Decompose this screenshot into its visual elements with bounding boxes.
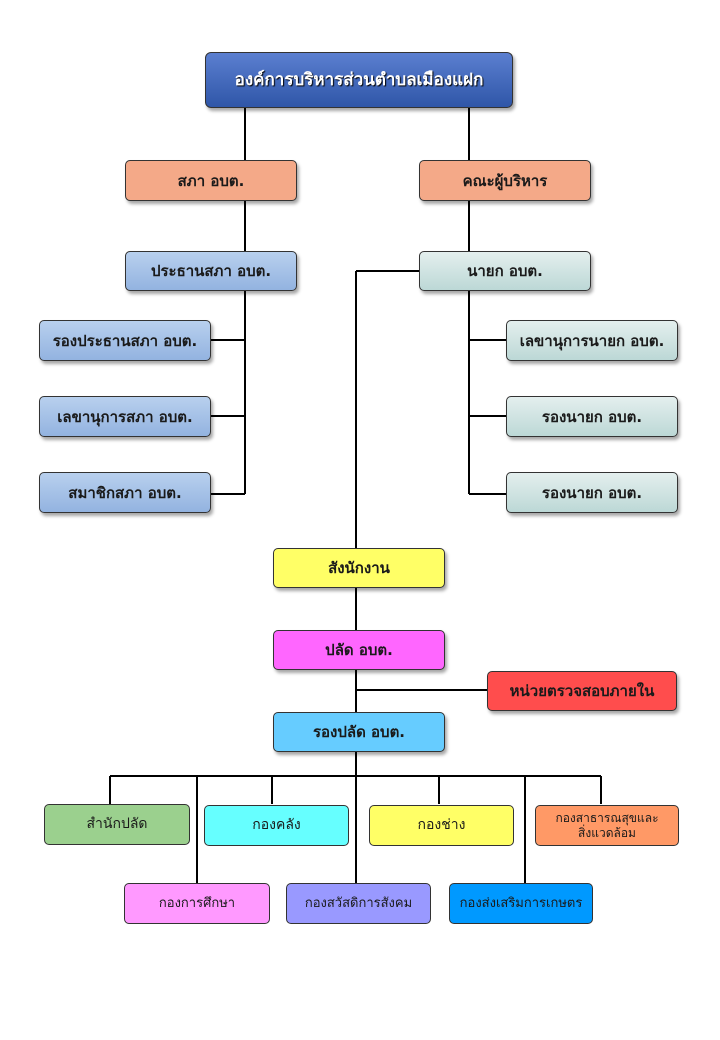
engineering-node: กองช่าง: [369, 805, 514, 846]
vice-mayor-1-node: รองนายก อบต.: [506, 396, 678, 437]
mayor-node: นายก อบต.: [419, 251, 591, 291]
root-node: องค์การบริหารส่วนตำบลเมืองแฝก: [205, 52, 513, 108]
council-member-node: สมาชิกสภา อบต.: [39, 472, 211, 513]
finance-node: กองคลัง: [204, 805, 349, 846]
mayor-label: นายก อบต.: [467, 262, 543, 280]
staff-node: สังนักงาน: [273, 548, 445, 588]
council-secretary-label: เลขานุการสภา อบต.: [57, 407, 193, 426]
education-node: กองการศึกษา: [124, 883, 270, 924]
finance-label: กองคลัง: [252, 817, 301, 834]
council-label: สภา อบต.: [177, 171, 245, 190]
health-label-line2: สิ่งแวดล้อม: [578, 825, 636, 840]
agriculture-node: กองส่งเสริมการเกษตร: [449, 883, 593, 924]
council-node: สภา อบต.: [125, 160, 297, 201]
council-president-node: ประธานสภา อบต.: [125, 251, 297, 291]
council-member-label: สมาชิกสภา อบต.: [68, 483, 182, 502]
health-node: กองสาธารณสุขและ สิ่งแวดล้อม: [535, 805, 679, 846]
root-label: องค์การบริหารส่วนตำบลเมืองแฝก: [234, 69, 484, 90]
deputy-chief-admin-node: รองปลัด อบต.: [273, 712, 445, 752]
internal-audit-node: หน่วยตรวจสอบภายใน: [487, 671, 677, 711]
welfare-label: กองสวัสดิการสังคม: [304, 895, 413, 911]
mayor-secretary-label: เลขานุการนายก อบต.: [519, 331, 665, 350]
vice-council-president-node: รองประธานสภา อบต.: [39, 320, 211, 361]
welfare-node: กองสวัสดิการสังคม: [286, 883, 431, 924]
deputy-chief-admin-label: รองปลัด อบต.: [312, 723, 406, 741]
chief-admin-label: ปลัด อบต.: [325, 641, 393, 659]
council-secretary-node: เลขานุการสภา อบต.: [39, 396, 211, 437]
chief-admin-node: ปลัด อบต.: [273, 630, 445, 670]
staff-label: สังนักงาน: [328, 559, 390, 577]
executive-node: คณะผู้บริหาร: [419, 160, 591, 201]
executive-label: คณะผู้บริหาร: [462, 171, 548, 190]
vice-mayor-2-label: รองนายก อบต.: [541, 483, 643, 502]
health-label-line1: กองสาธารณสุขและ: [555, 811, 659, 826]
internal-audit-label: หน่วยตรวจสอบภายใน: [509, 682, 655, 700]
education-label: กองการศึกษา: [158, 895, 236, 911]
engineering-label: กองช่าง: [417, 817, 466, 834]
council-president-label: ประธานสภา อบต.: [150, 262, 272, 280]
office-chief-node: สำนักปลัด: [44, 804, 190, 845]
vice-council-president-label: รองประธานสภา อบต.: [52, 331, 198, 350]
mayor-secretary-node: เลขานุการนายก อบต.: [506, 320, 678, 361]
agriculture-label: กองส่งเสริมการเกษตร: [459, 895, 583, 911]
vice-mayor-2-node: รองนายก อบต.: [506, 472, 678, 513]
vice-mayor-1-label: รองนายก อบต.: [541, 407, 643, 426]
office-chief-label: สำนักปลัด: [86, 816, 148, 833]
